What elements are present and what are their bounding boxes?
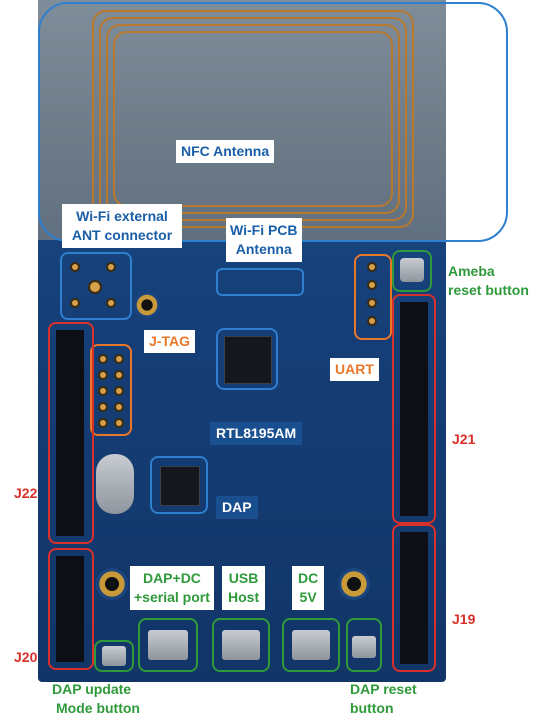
- ant-pad: [106, 262, 116, 272]
- j21-label: J21: [452, 431, 476, 447]
- jtag-pin: [98, 354, 108, 364]
- jtag-label: J-TAG: [144, 330, 195, 353]
- jtag-highlight: [90, 344, 132, 436]
- ant-center-pad: [88, 280, 102, 294]
- mounting-hole: [338, 568, 370, 600]
- dap-chip: [160, 466, 200, 506]
- j19-highlight: [392, 524, 436, 672]
- mounting-hole: [134, 292, 160, 318]
- j22-highlight: [48, 322, 94, 544]
- jtag-pin: [98, 402, 108, 412]
- rtl8195am-label: RTL8195AM: [210, 422, 303, 445]
- j19-label: J19: [452, 611, 476, 627]
- uart-pin: [367, 316, 377, 326]
- ant-pad: [106, 298, 116, 308]
- dap-dc-line2: +serial port: [134, 589, 210, 605]
- j22-label: J22: [14, 485, 38, 501]
- usb-host-highlight: [212, 618, 270, 672]
- dc-line2: 5V: [299, 589, 317, 605]
- wifi-pcb-line2: Antenna: [235, 241, 292, 257]
- dap-update-label: DAP update Mode button: [52, 680, 140, 718]
- dap-dc-label: DAP+DC +serial port: [130, 566, 214, 610]
- jtag-pin: [98, 418, 108, 428]
- nfc-antenna-label: NFC Antenna: [176, 140, 275, 163]
- usb-host-line1: USB: [228, 570, 259, 586]
- wifi-pcb-label: Wi-Fi PCB Antenna: [226, 218, 302, 262]
- j21-header: [400, 302, 428, 516]
- j19-header: [400, 532, 428, 664]
- uart-pin: [367, 298, 377, 308]
- j20-header: [56, 556, 84, 662]
- ameba-reset-button: [400, 258, 424, 282]
- jtag-pin: [114, 386, 124, 396]
- ant-pad: [70, 298, 80, 308]
- dap-highlight: [150, 456, 208, 514]
- dap-update-button: [102, 646, 126, 666]
- ant-pad: [70, 262, 80, 272]
- ameba-reset-highlight: [392, 250, 432, 292]
- dap-dc-line1: DAP+DC: [142, 570, 201, 586]
- dap-update-line2: Mode button: [56, 700, 140, 716]
- nfc-coil-inner: [113, 31, 393, 207]
- j21-highlight: [392, 294, 436, 524]
- dap-reset-label: DAP reset button: [350, 680, 417, 718]
- uart-pin: [367, 280, 377, 290]
- jtag-pin: [98, 370, 108, 380]
- ameba-reset-line1: Ameba: [448, 263, 495, 279]
- wifi-external-label: Wi-Fi external ANT connector: [62, 204, 182, 248]
- micro-usb-dap-port: [148, 630, 188, 660]
- wifi-pcb-line1: Wi-Fi PCB: [230, 222, 298, 238]
- jtag-pin: [114, 354, 124, 364]
- jtag-pin: [98, 386, 108, 396]
- dap-reset-highlight: [346, 618, 382, 672]
- usb-host-line2: Host: [228, 589, 260, 605]
- dap-reset-button: [352, 636, 376, 658]
- j22-header: [56, 330, 84, 536]
- dap-reset-line2: button: [350, 700, 394, 716]
- wifi-external-connector-highlight: [60, 252, 132, 320]
- uart-highlight: [354, 254, 392, 340]
- j20-highlight: [48, 548, 94, 670]
- usb-host-label: USB Host: [222, 566, 266, 610]
- dap-reset-line1: DAP reset: [350, 681, 417, 697]
- wifi-pcb-antenna-highlight: [216, 268, 304, 296]
- dc-5v-highlight: [282, 618, 340, 672]
- wifi-external-line1: Wi-Fi external: [76, 208, 168, 224]
- uart-label: UART: [330, 358, 379, 381]
- nfc-coil-3: [106, 24, 400, 214]
- jtag-pin: [114, 418, 124, 428]
- uart-pin: [367, 262, 377, 272]
- wifi-external-line2: ANT connector: [71, 227, 173, 243]
- dap-dc-port-highlight: [138, 618, 198, 672]
- rtl8195am-highlight: [216, 328, 278, 390]
- dap-update-button-highlight: [94, 640, 134, 672]
- jtag-pin: [114, 370, 124, 380]
- usb-host-port: [222, 630, 260, 660]
- j20-label: J20: [14, 649, 38, 665]
- mounting-hole: [96, 568, 128, 600]
- dc-5v-label: DC 5V: [292, 566, 325, 610]
- dap-update-line1: DAP update: [52, 681, 132, 697]
- jtag-pin: [114, 402, 124, 412]
- ameba-reset-label: Ameba reset button: [448, 262, 529, 300]
- dc-line1: DC: [298, 570, 319, 586]
- ameba-reset-line2: reset button: [448, 282, 529, 298]
- dc-5v-port: [292, 630, 330, 660]
- dap-label: DAP: [216, 496, 258, 519]
- crystal-oscillator: [96, 454, 134, 514]
- rtl8195am-chip: [224, 336, 272, 384]
